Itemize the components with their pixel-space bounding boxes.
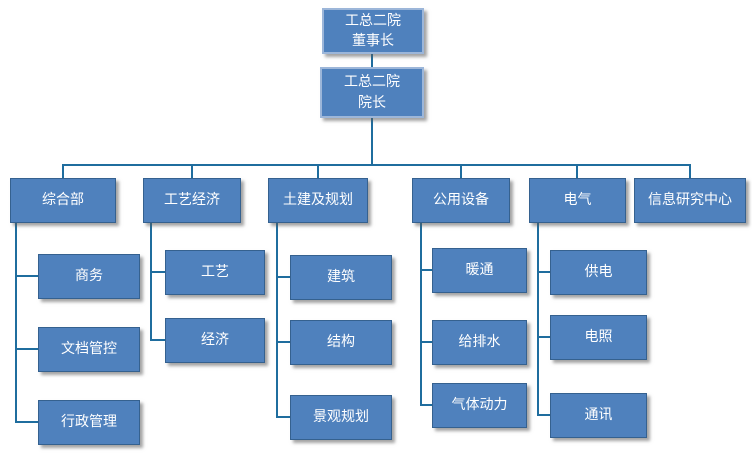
connector-line	[276, 416, 290, 418]
sub-box-economics: 经济	[165, 318, 265, 363]
sub-box-lighting: 电照	[550, 315, 647, 360]
connector-line	[150, 271, 165, 273]
org-box-chairman: 工总二院 董事长	[322, 8, 424, 54]
org-box-president: 工总二院 院长	[320, 67, 424, 118]
sub-box-hvac: 暖通	[432, 248, 527, 293]
connector-line	[276, 223, 278, 418]
connector-line	[150, 339, 165, 341]
sub-box-process: 工艺	[165, 250, 265, 295]
dept-box-electrical: 电气	[529, 178, 626, 223]
connector-line	[537, 271, 550, 273]
sub-box-document-control: 文档管控	[38, 327, 140, 372]
sub-box-architecture: 建筑	[290, 255, 392, 300]
connector-line	[191, 164, 193, 178]
connector-line	[689, 164, 691, 178]
connector-line	[537, 223, 539, 416]
connector-line	[420, 341, 432, 343]
connector-line	[15, 348, 38, 350]
sub-box-structure: 结构	[290, 320, 392, 365]
connector-line	[537, 414, 550, 416]
connector-rail	[62, 164, 691, 166]
sub-box-admin-management: 行政管理	[38, 400, 140, 445]
connector-line	[420, 223, 422, 406]
connector-line	[460, 164, 462, 178]
sub-box-communications: 通讯	[550, 393, 647, 438]
dept-box-general-affairs: 综合部	[10, 178, 116, 223]
connector-line	[371, 118, 373, 165]
sub-box-power-supply: 供电	[550, 250, 647, 295]
org-box-president-line2: 院长	[358, 94, 386, 111]
connector-line	[371, 54, 373, 67]
connector-line	[276, 276, 290, 278]
connector-line	[15, 421, 38, 423]
org-box-president-line1: 工总二院	[344, 74, 400, 91]
dept-box-process-economics: 工艺经济	[143, 178, 241, 223]
dept-box-utilities: 公用设备	[412, 178, 510, 223]
dept-box-info-research-center: 信息研究中心	[634, 178, 746, 223]
sub-box-gas-power: 气体动力	[432, 383, 527, 428]
connector-line	[150, 223, 152, 341]
connector-line	[317, 164, 319, 178]
sub-box-business: 商务	[38, 254, 140, 299]
connector-line	[15, 275, 38, 277]
org-box-chairman-line1: 工总二院	[345, 12, 401, 29]
connector-line	[62, 164, 64, 178]
connector-line	[420, 269, 432, 271]
org-box-chairman-line2: 董事长	[352, 33, 394, 49]
connector-line	[537, 336, 550, 338]
connector-line	[420, 404, 432, 406]
connector-line	[15, 223, 17, 423]
sub-box-landscape-planning: 景观规划	[290, 395, 392, 440]
connector-line	[576, 164, 578, 178]
sub-box-water-supply-drainage: 给排水	[432, 320, 527, 365]
dept-box-civil-planning: 土建及规划	[268, 178, 368, 223]
connector-line	[276, 341, 290, 343]
